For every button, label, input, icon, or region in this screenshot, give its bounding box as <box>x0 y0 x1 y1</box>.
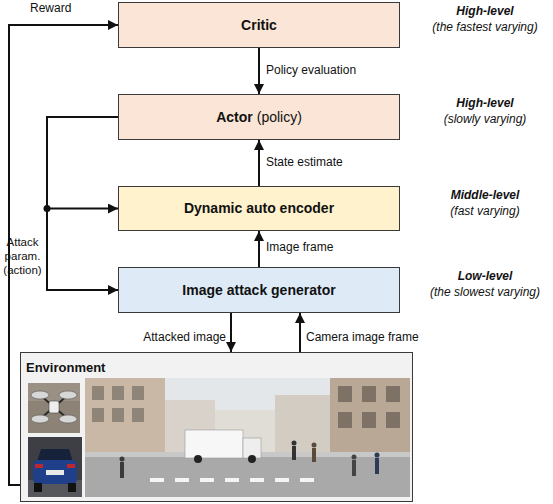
arrow-connector <box>258 140 260 186</box>
arrow-connector <box>47 117 118 209</box>
level-annotation: Middle-level <box>418 188 552 202</box>
edge-label: State estimate <box>266 155 396 169</box>
level-annotation: (the fastest varying) <box>418 20 552 34</box>
car-picture <box>28 437 82 497</box>
level-annotation: High-level <box>418 96 552 110</box>
edge-label: Reward <box>30 1 110 15</box>
level-annotation: Low-level <box>418 269 552 283</box>
arrow-connector <box>258 48 260 94</box>
edge-annotation: Attack param. (action) <box>0 236 45 277</box>
arrow-connector <box>47 117 118 290</box>
node-text: Image attack generator <box>182 282 335 299</box>
critic-box: Critic <box>118 2 400 48</box>
drone-picture <box>28 383 80 433</box>
node-text: (policy) <box>257 109 302 126</box>
attack-generator-box: Image attack generator <box>118 267 400 313</box>
level-annotation: (fast varying) <box>418 204 552 218</box>
environment-ground <box>20 352 413 502</box>
street-picture <box>85 378 410 497</box>
encoder-box: Dynamic auto encoder <box>118 186 400 231</box>
node-text: Dynamic auto encoder <box>184 200 334 217</box>
node-text: Critic <box>241 17 277 34</box>
level-annotation: (slowly varying) <box>418 112 552 126</box>
edge-label: Image frame <box>266 240 396 254</box>
actor-box: Actor(policy) <box>118 94 400 140</box>
arrow-connector <box>230 313 232 352</box>
edge-label: Attacked image <box>120 330 226 344</box>
edge-label: Policy evaluation <box>266 63 396 77</box>
environment-box: Environment <box>20 352 413 502</box>
arrow-connector <box>299 313 301 352</box>
node-text: Environment <box>26 360 105 376</box>
junction-dot <box>44 205 51 212</box>
level-annotation: (the slowest varying) <box>418 285 552 299</box>
node-text: Actor <box>216 109 253 126</box>
arrow-connector <box>258 231 260 267</box>
edge-label: Camera image frame <box>306 330 436 344</box>
level-annotation: High-level <box>418 4 552 18</box>
